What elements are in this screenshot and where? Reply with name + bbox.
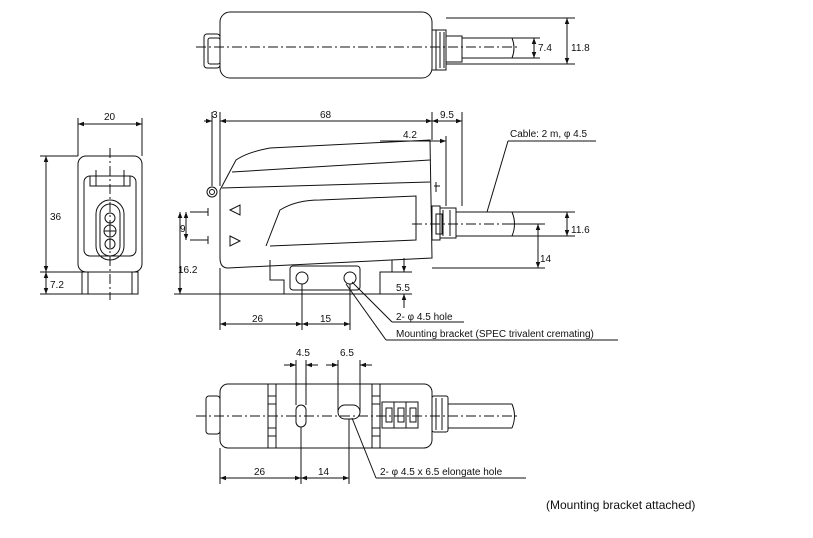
side-window xyxy=(265,195,417,247)
dim-top-cable: 7.4 xyxy=(538,43,552,54)
dim-bottom-pos-1: 26 xyxy=(254,467,266,478)
note-elongate: 2- φ 4.5 x 6.5 elongate hole xyxy=(380,467,503,478)
top-body xyxy=(219,11,433,79)
dim-front-height: 36 xyxy=(50,212,62,223)
side-view xyxy=(174,112,618,341)
side-bracket xyxy=(269,260,393,295)
dim-side-cable-offset: 9.5 xyxy=(440,110,454,121)
dim-bottom-hole-w2: 6.5 xyxy=(340,348,354,359)
side-body xyxy=(219,139,433,269)
dim-side-arrow-pitch: 9 xyxy=(180,224,186,235)
side-cable-gland xyxy=(439,207,457,239)
side-hole-2 xyxy=(343,271,357,285)
dim-side-length: 68 xyxy=(320,110,332,121)
dim-side-bottom-height: 16.2 xyxy=(178,265,198,276)
side-hole-1 xyxy=(295,271,309,285)
dim-bottom-pos-2: 14 xyxy=(318,467,330,478)
top-view xyxy=(196,11,575,79)
caption: (Mounting bracket attached) xyxy=(546,498,695,512)
dim-side-head: 3 xyxy=(212,110,218,121)
dim-bottom-hole-w1: 4.5 xyxy=(296,348,310,359)
dim-side-cable-lower: 14 xyxy=(540,254,552,265)
top-cable-gland xyxy=(445,35,463,63)
dim-side-hole-pos-1: 26 xyxy=(252,314,264,325)
front-view xyxy=(40,118,143,300)
dim-side-cable-height: 11.6 xyxy=(571,225,590,236)
bottom-view xyxy=(196,360,526,484)
dim-side-hole-pos-2: 15 xyxy=(320,314,332,325)
dim-side-cable-inner: 4.2 xyxy=(403,130,417,141)
note-cable: Cable: 2 m, φ 4.5 xyxy=(510,129,588,140)
dim-front-width: 20 xyxy=(104,112,116,123)
dim-top-height: 11.8 xyxy=(571,43,590,54)
note-bracket: Mounting bracket (SPEC trivalent cremati… xyxy=(396,329,594,340)
note-holes: 2- φ 4.5 hole xyxy=(396,312,453,323)
dim-front-bottom: 7.2 xyxy=(50,280,64,291)
dim-side-bracket-thick: 5.5 xyxy=(396,283,410,294)
bottom-slot-2 xyxy=(337,404,361,420)
